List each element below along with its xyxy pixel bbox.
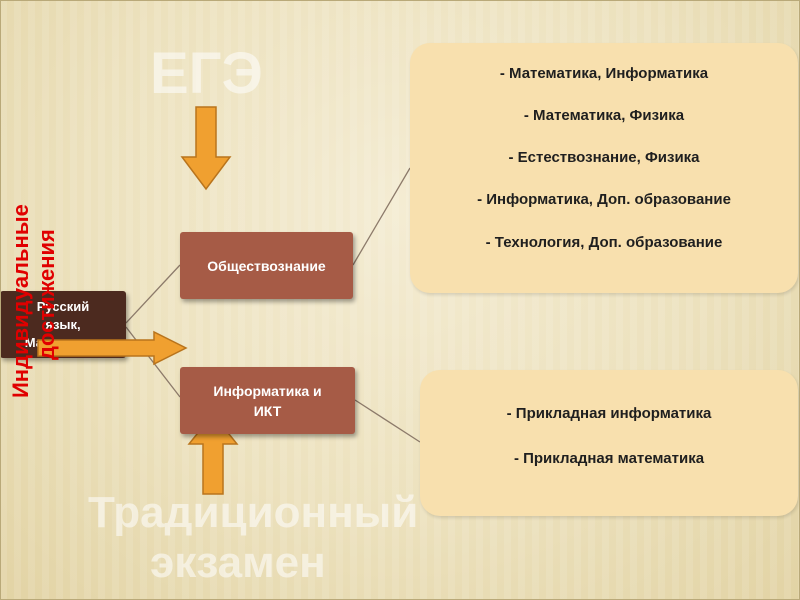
- ege-watermark: ЕГЭ: [150, 41, 263, 106]
- upper-panel-item: - Естествознание, Физика: [508, 149, 700, 166]
- lower-subjects-panel: - Прикладная информатика - Прикладная ма…: [420, 370, 798, 516]
- informatics-label-line1: Информатика и: [213, 382, 322, 399]
- social-studies-label: Обществознание: [207, 257, 326, 274]
- right-arrow-icon: [37, 330, 188, 366]
- lower-panel-item: - Прикладная информатика: [506, 405, 712, 422]
- social-studies-box: Обществознание: [180, 232, 353, 299]
- connector-root-to-social: [125, 264, 181, 324]
- connector-informatics-to-lower-panel: [354, 399, 421, 443]
- connector-root-to-informatics: [125, 326, 181, 398]
- upper-panel-item: - Математика, Информатика: [499, 65, 709, 82]
- upper-panel-item: - Информатика, Доп. образование: [477, 191, 731, 208]
- up-arrow-icon: [187, 412, 239, 495]
- upper-panel-item: - Математика, Физика: [523, 107, 685, 124]
- connector-social-to-upper-panel: [352, 167, 411, 266]
- root-line2: язык,: [45, 316, 81, 332]
- traditional-exam-watermark-line2: экзамен: [150, 538, 326, 587]
- informatics-label-line2: ИКТ: [253, 402, 282, 419]
- vertical-label-line2: достижения: [34, 229, 59, 360]
- upper-panel-item: - Технология, Доп. образование: [485, 234, 723, 251]
- lower-panel-item: - Прикладная математика: [513, 450, 705, 467]
- root-line1: Русский: [36, 298, 90, 314]
- individual-achievements-vertical-label: Индивидуальные достижения: [8, 204, 60, 398]
- traditional-exam-watermark-line1: Традиционный: [88, 488, 419, 537]
- vertical-label-line1: Индивидуальные: [8, 204, 33, 398]
- informatics-ict-box: Информатика и ИКТ: [180, 367, 355, 434]
- down-arrow-icon: [180, 106, 232, 191]
- upper-subjects-panel: - Математика, Информатика - Математика, …: [410, 43, 798, 293]
